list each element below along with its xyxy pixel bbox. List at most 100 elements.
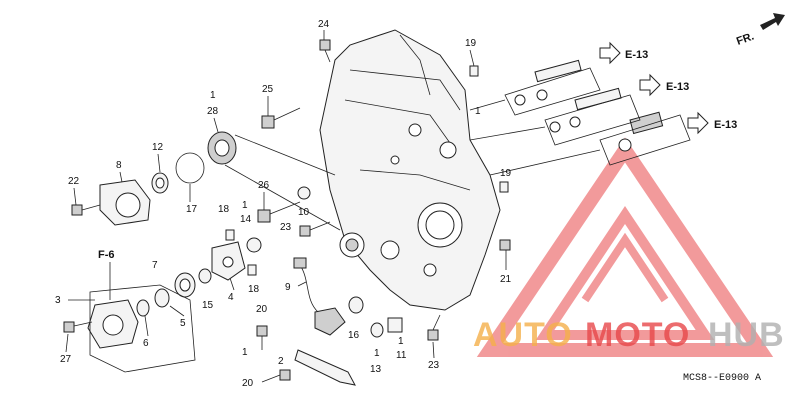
leader-pipes-3 (489, 149, 601, 176)
ref-e13-c: E-13 (714, 119, 737, 131)
ref-arrow-e13-c: E-13 (687, 111, 737, 135)
callout-24: 24 (318, 19, 330, 30)
oring-16 (348, 296, 364, 314)
pipe-middle-oring-2 (569, 116, 581, 128)
dowel-19-upper (469, 65, 479, 77)
watermark-hub: HUB (708, 316, 785, 354)
housing-hole-small (390, 155, 400, 165)
leader-23-lower (432, 341, 435, 359)
ref-e13-a: E-13 (625, 49, 648, 61)
sensor-9-connector (293, 257, 307, 269)
leader-19-upper (469, 49, 475, 67)
sensor-wire-9 (299, 264, 319, 313)
callout-26: 26 (258, 180, 270, 191)
collar-10 (297, 186, 311, 200)
leader-8 (119, 171, 123, 183)
callout-22: 22 (68, 176, 80, 187)
callout-28: 28 (207, 106, 219, 117)
callout-1-bracket: 1 (242, 347, 248, 358)
housing-hole-upper (439, 141, 457, 159)
callout-17: 17 (186, 204, 198, 215)
oil-sensor-washer (618, 138, 632, 152)
housing-bore-left-inner (345, 238, 359, 252)
bolt-27 (63, 321, 75, 333)
oring-15 (198, 268, 212, 284)
housing-boss (380, 240, 400, 260)
callout-20-lower: 20 (242, 378, 254, 389)
oring-13 (370, 322, 384, 338)
washer-6 (136, 299, 150, 317)
housing-rib-4 (399, 34, 431, 96)
leader-seal-frame (224, 164, 341, 231)
watermark-logo (476, 137, 774, 357)
ref-arrow-icon (599, 41, 621, 65)
callout-9: 9 (285, 282, 291, 293)
bolt-23-lower-shank (432, 314, 441, 331)
leader-pipes-2 (469, 126, 546, 141)
spacer-5 (154, 288, 170, 308)
ref-arrow-icon (687, 111, 709, 135)
bolt-22-shank (81, 204, 101, 211)
pipe-upper-oring-2 (536, 89, 548, 101)
sensor-9-body (314, 307, 346, 336)
callout-4: 4 (228, 292, 234, 303)
callout-20-upper: 20 (256, 304, 268, 315)
ref-f6: F-6 (98, 249, 115, 261)
cover-housing (319, 29, 501, 311)
pipe-upper-oring (514, 94, 526, 106)
bolt-23-lower (427, 329, 439, 341)
callout-13: 13 (370, 364, 382, 375)
callout-19-upper: 19 (465, 38, 477, 49)
bearing-housing-8-bore (115, 192, 141, 218)
bolt-24-shank (324, 49, 331, 63)
dowel-19-lower (499, 181, 509, 193)
callout-1-housing: 1 (475, 106, 481, 117)
ref-e13-b: E-13 (666, 81, 689, 93)
bolt-26-shank (269, 201, 301, 215)
bolt-20-lower (279, 369, 291, 381)
oring-14 (246, 237, 262, 253)
leader-pipes-1 (469, 99, 506, 111)
collar-11 (387, 317, 403, 333)
leader-27 (65, 333, 69, 353)
callout-7: 7 (152, 260, 158, 271)
bolt-21 (499, 239, 511, 251)
lower-center-parts (256, 39, 511, 386)
oil-pipes (469, 59, 691, 176)
bolt-23-upper (299, 225, 311, 237)
front-indicator: FR. (735, 13, 785, 48)
housing-rib-3 (359, 169, 471, 191)
oil-sensor-body (629, 111, 664, 135)
bolt-27-shank (73, 321, 93, 327)
housing-bore-main-inner (425, 210, 455, 240)
callout-23-upper: 23 (280, 222, 292, 233)
callout-1-collar: 1 (398, 336, 404, 347)
bearing-12-inner (155, 177, 165, 189)
callout-19-lower: 19 (500, 168, 512, 179)
snap-ring-17 (175, 152, 205, 184)
callout-21: 21 (500, 274, 512, 285)
callout-18-upper: 18 (218, 204, 230, 215)
leader-12 (157, 153, 161, 173)
housing-hole-mid (408, 123, 422, 137)
callout-15: 15 (202, 300, 214, 311)
bolt-25 (261, 115, 275, 129)
cover-plate-4-hole (222, 256, 234, 268)
callout-labels: 24 19 1 25 1 28 12 8 22 17 26 18 1 14 10… (55, 19, 512, 389)
ref-arrow-e13-b: E-13 (639, 73, 689, 97)
callout-11: 11 (396, 350, 407, 361)
ref-arrow-icon (639, 73, 661, 97)
pipe-frame-upper (504, 67, 601, 116)
leader-6 (144, 315, 149, 337)
logo-triangle-inner (535, 205, 715, 340)
housing-hole-lower (423, 263, 437, 277)
leader-22 (73, 187, 77, 206)
callout-25: 25 (262, 84, 274, 95)
front-arrow-icon (760, 13, 785, 30)
pipe-middle-oring (549, 121, 561, 133)
watermark-moto: MOTO (585, 316, 690, 354)
bolt-20-upper (256, 325, 268, 337)
bolt-25-shank (273, 107, 301, 121)
logo-m-stroke (581, 232, 669, 303)
